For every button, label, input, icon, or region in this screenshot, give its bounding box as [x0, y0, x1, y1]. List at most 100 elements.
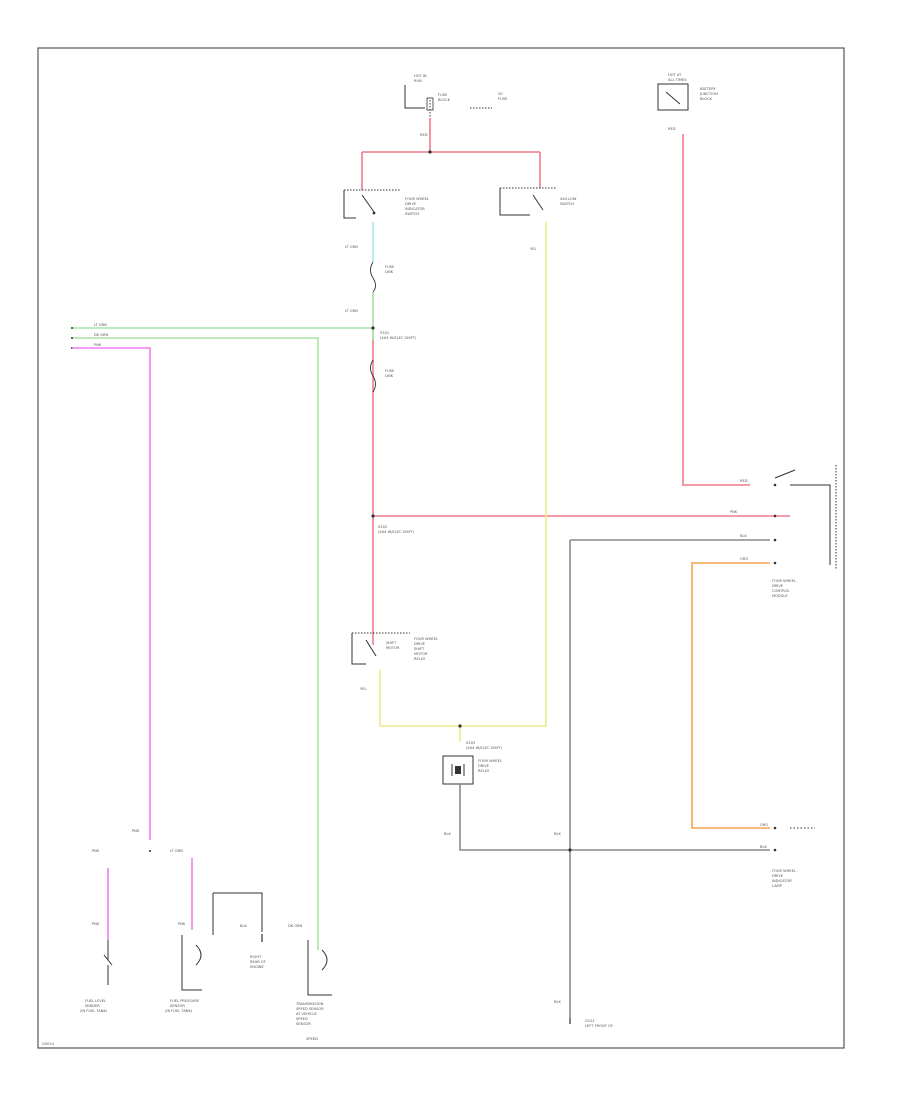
switch1-desc-3: INDICATOR — [405, 207, 425, 211]
green-wire-tag-1: LT GRN — [345, 309, 358, 313]
top-fuse-block: HOT IN RUN FUSE BLOCK 20 FUSE — [404, 74, 508, 118]
battery-fuse-label-2: ALL TIMES — [668, 78, 687, 82]
fuel-pressure-blk: BLK — [240, 924, 247, 928]
mid-sw-label-2: MOTOR — [386, 646, 400, 650]
battery-fuse-desc-1: BATTERY — [700, 87, 717, 91]
blk-tag-2: BLK — [554, 832, 561, 836]
speed-sensor-desc-4: SPEED — [296, 1017, 308, 1021]
battery-fuse-desc-2: JUNCTION — [699, 92, 718, 96]
g101-label: G101 — [585, 1019, 595, 1023]
relay-label-3: RELAY — [478, 769, 490, 773]
orange-wire — [691, 562, 770, 829]
splice-s303-desc: (4X4 W/ELEC SHIFT) — [466, 746, 503, 750]
lamp-desc-4: LAMP — [772, 884, 783, 888]
lamp-pin-blk: BLK — [760, 845, 767, 849]
transmission-speed-sensor: DK GRN TRANSMISSION SPEED SENSOR AT VEHI… — [288, 924, 332, 1041]
mid-sw-desc-1: FOUR WHEEL — [414, 637, 438, 641]
left-connector: LT GRN DK GRN PNK — [71, 323, 109, 349]
mid-sw-desc-3: SHIFT — [414, 647, 425, 651]
top-splice-dot — [428, 150, 432, 154]
splice-s302-dot — [371, 514, 375, 518]
yellow-wire-tag-2: YEL — [360, 687, 366, 691]
g101-desc-1: LEFT FRONT OF — [585, 1024, 613, 1028]
yellow-wires — [379, 222, 547, 742]
relay-label-1: FOUR WHEEL — [478, 759, 502, 763]
bottom-conn-label-2: LT GRN — [170, 849, 183, 853]
shift-motor-switch: SHIFT MOTOR FOUR WHEEL DRIVE SHIFT MOTOR… — [351, 632, 438, 665]
diagram-code: G0014 — [42, 1042, 55, 1046]
fuel-level-desc-1: FUEL LEVEL — [85, 999, 106, 1003]
switch1-desc-4: SWITCH — [405, 212, 419, 216]
fuel-level-pin: PNK — [92, 922, 100, 926]
fuse-link-2: FUSE LINK — [370, 359, 395, 393]
blk-tag-3: BLK — [554, 1000, 561, 1004]
lamp-desc-1: FOUR WHEEL — [772, 869, 796, 873]
left-conn-label-1: LT GRN — [94, 323, 107, 327]
splice-s302-label: S302 — [378, 525, 387, 529]
speed-sensor-desc-5: SENSOR — [296, 1022, 311, 1026]
fuel-level-sender: PNK FUEL LEVEL SENDER (IN FUEL TANK) — [80, 922, 113, 1013]
module-desc-2: DRIVE — [772, 584, 784, 588]
black-wires — [459, 539, 770, 1018]
four-wheel-drive-relay: FOUR WHEEL DRIVE RELAY — [442, 755, 502, 785]
fuel-pressure-desc-1: FUEL PRESSURE — [170, 999, 200, 1003]
lamp-desc-3: INDICATOR — [772, 879, 792, 883]
speed-sensor-sub-1: SPEED — [306, 1037, 318, 1041]
four-by-four-low-switch: 4X4 LOW SWITCH — [499, 187, 577, 216]
battery-fuse-desc-3: BLOCK — [700, 97, 713, 101]
mid-sw-desc-5: RELAY — [414, 657, 426, 661]
fuel-pressure-pin: PNK — [178, 922, 186, 926]
ground-splice-dot — [568, 848, 572, 852]
left-conn-label-3: PNK — [94, 343, 102, 347]
splice-s301-desc: (4X4 W/ELEC SHIFT) — [380, 336, 417, 340]
fuse-link-1: FUSE LINK — [370, 261, 395, 293]
splice-s303-dot — [458, 724, 462, 728]
fuse-block-label-line4: BLOCK — [438, 98, 451, 102]
four-wheel-drive-control-module: RED PNK BLK FOUR WHEEL DRIVE CONTROL MOD… — [730, 465, 837, 598]
diagram-border — [37, 47, 845, 1049]
switch2-desc-1: 4X4 LOW — [560, 197, 577, 201]
speed-sensor-pin: DK GRN — [288, 924, 303, 928]
battery-junction-fuse: HOT AT ALL TIMES BATTERY JUNCTION BLOCK … — [657, 73, 718, 131]
pink-wire-main — [72, 347, 151, 840]
ground-rr-desc-1: RIGHT — [250, 955, 262, 959]
module-desc-4: MODULE — [772, 594, 788, 598]
speed-sensor-desc-3: AT VEHICLE — [296, 1012, 318, 1016]
mid-sw-label-1: SHIFT — [386, 641, 397, 645]
switch1-desc-1: FOUR WHEEL — [405, 197, 429, 201]
yellow-wire-tag-1: YEL — [530, 247, 536, 251]
speed-sensor-desc-1: TRANSMISSION — [295, 1002, 324, 1006]
fuse-block-label-line3: FUSE — [438, 93, 448, 97]
orange-wire-tag: ORG — [740, 557, 748, 561]
battery-fuse-label-1: HOT AT — [668, 73, 682, 77]
mid-sw-desc-4: MOTOR — [414, 652, 428, 656]
module-desc-3: CONTROL — [772, 589, 790, 593]
switch1-desc-2: DRIVE — [405, 202, 417, 206]
fuse-link-2-label-2: LINK — [385, 374, 394, 378]
red-wire-tag-top: RED — [420, 133, 428, 137]
fuse-desc-line1: 20 — [498, 92, 503, 96]
splice-s301-label: S301 — [380, 331, 389, 335]
switch2-desc-2: SWITCH — [560, 202, 574, 206]
module-pin-pink: PNK — [730, 510, 738, 514]
fuse-link-1-label-1: FUSE — [385, 265, 395, 269]
four-wheel-drive-indicator-switch: FOUR WHEEL DRIVE INDICATOR SWITCH — [343, 189, 429, 219]
mid-sw-desc-2: DRIVE — [414, 642, 426, 646]
blk-tag-1: BLK — [444, 832, 451, 836]
bottom-conn-label-1: PNK — [92, 849, 100, 853]
fuse-desc-line2: FUSE — [498, 97, 508, 101]
splice-s302-desc: (4X4 W/ELEC SHIFT) — [378, 530, 415, 534]
module-pin-red: RED — [740, 479, 748, 483]
fuse-link-2-label-1: FUSE — [385, 369, 395, 373]
four-wheel-drive-indicator-lamp: ORG BLK FOUR WHEEL DRIVE INDICATOR LAMP — [760, 823, 815, 888]
fuse-block-label-line1: HOT IN — [414, 74, 427, 78]
fuel-pressure-desc-2: SENSOR — [170, 1004, 185, 1008]
splice-s301-dot — [371, 326, 375, 330]
green-wires — [72, 327, 374, 950]
cyan-wire-tag: LT GRN — [345, 245, 358, 249]
fuel-level-desc-2: SENDER — [85, 1004, 100, 1008]
relay-label-2: DRIVE — [478, 764, 490, 768]
fuel-pressure-sensor: PNK BLK FUEL PRESSURE SENSOR (IN FUEL TA… — [165, 892, 263, 1013]
